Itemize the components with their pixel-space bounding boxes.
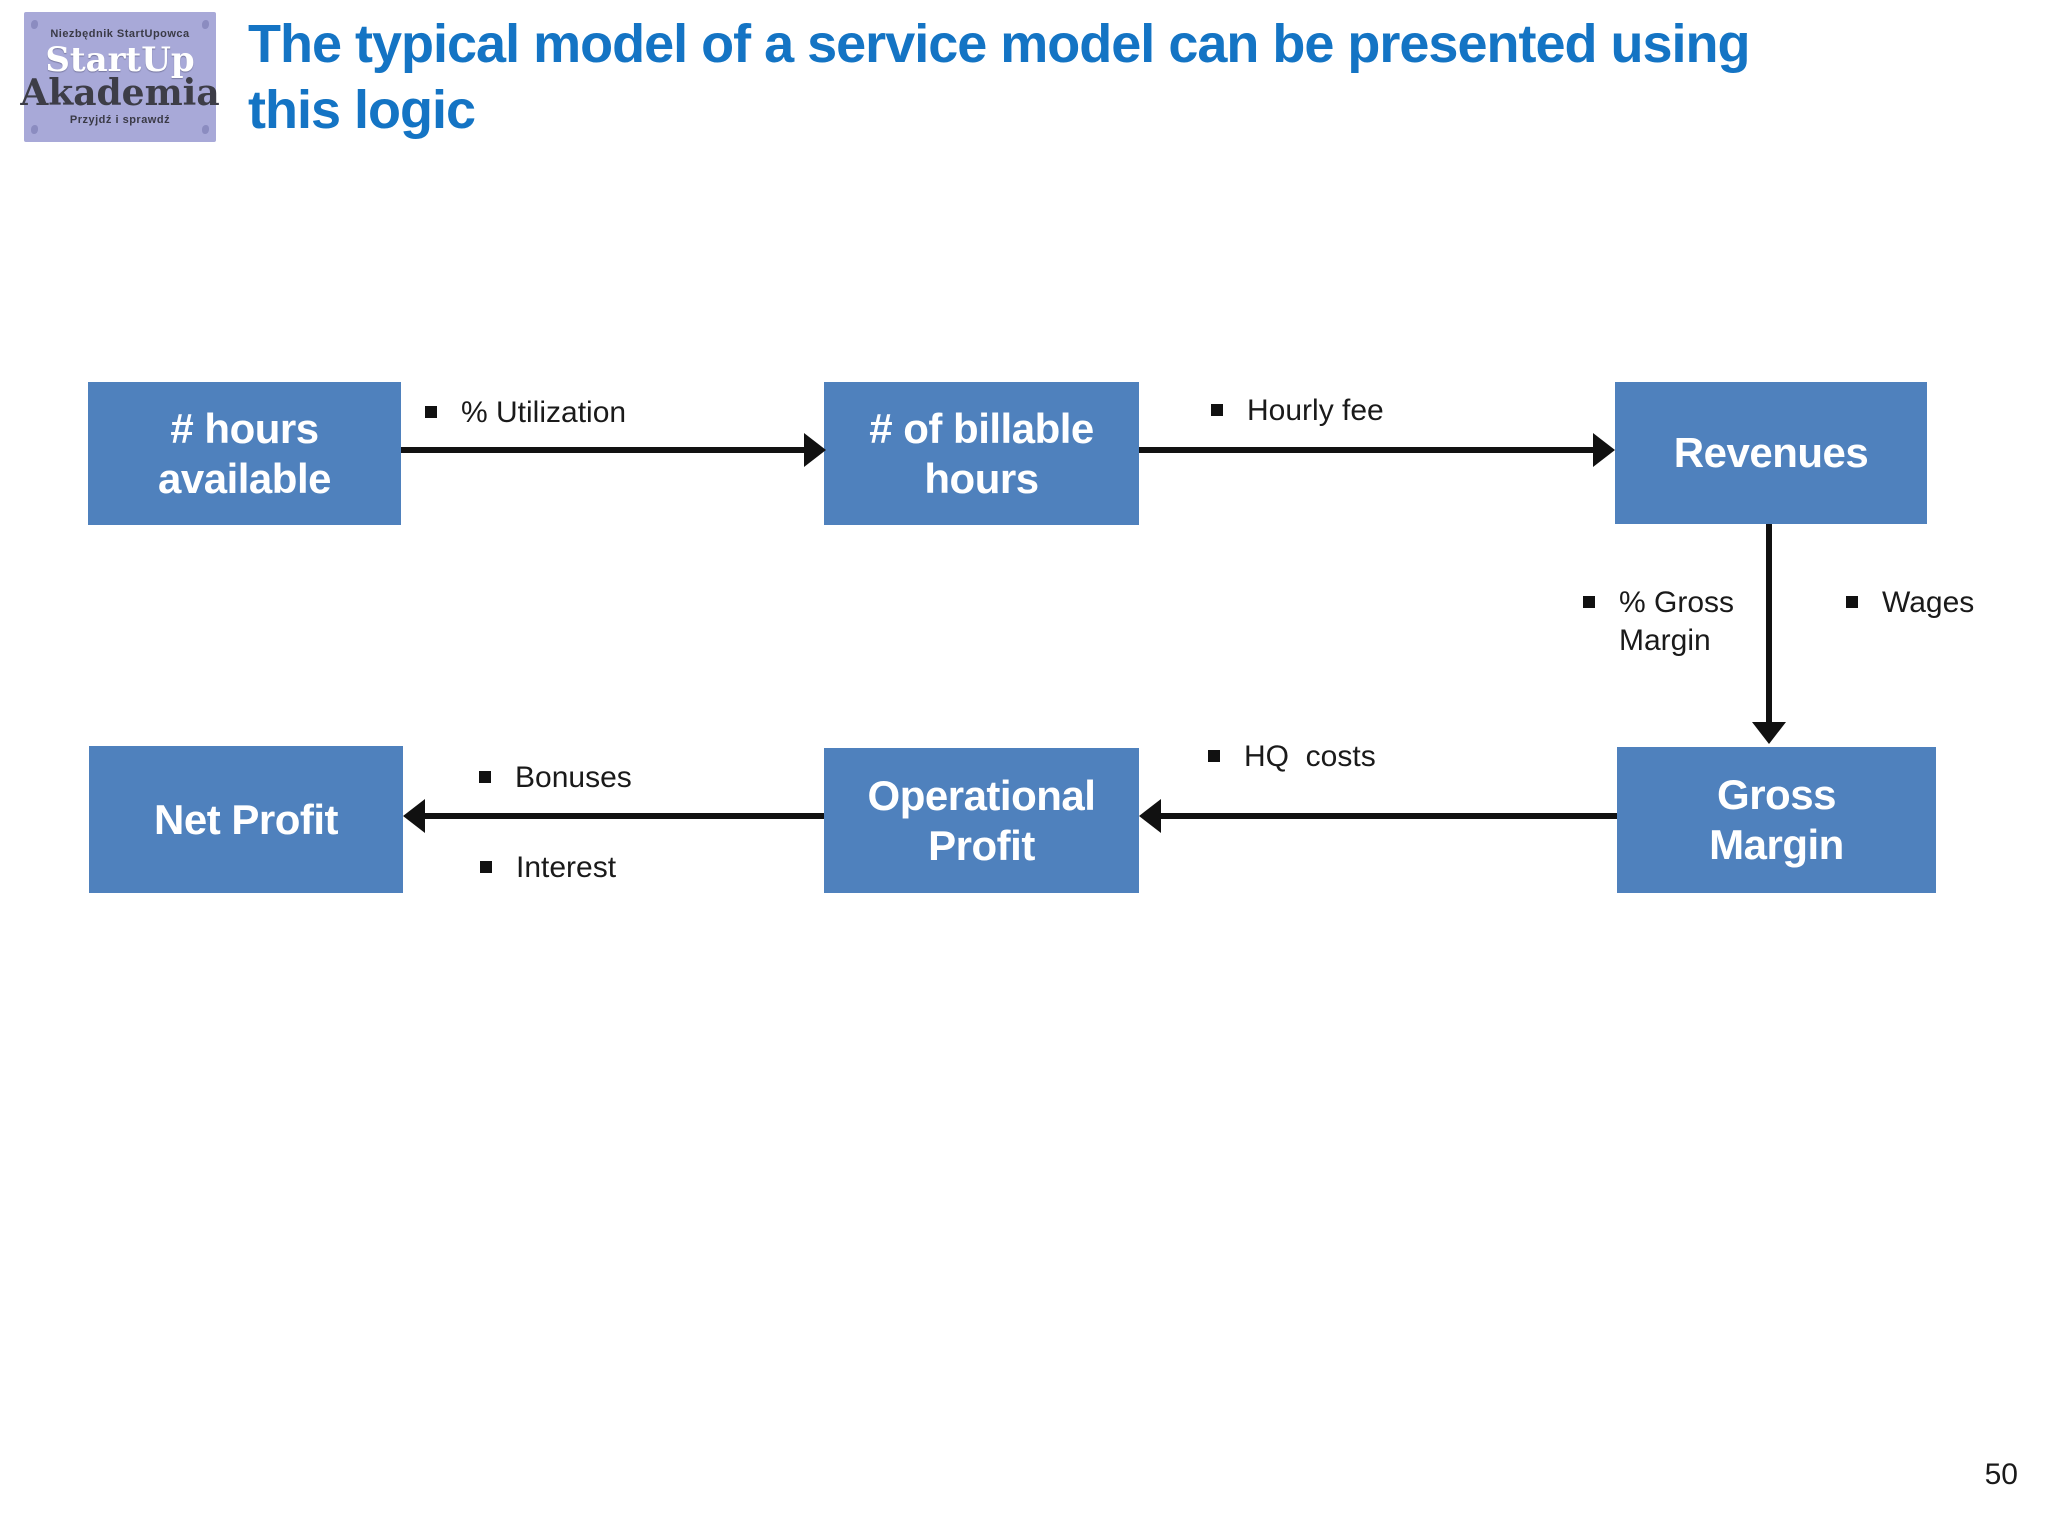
arrow-line xyxy=(401,447,806,453)
logo-name-akademia: Akademia xyxy=(20,72,220,114)
box-label: Operational Profit xyxy=(867,771,1096,869)
label-hq-costs: HQ costs xyxy=(1208,738,1376,776)
page-number: 50 xyxy=(1984,1458,2018,1491)
logo-name-startup: StartUp xyxy=(45,40,195,80)
logo-tagline-bottom: Przyjdź i sprawdź xyxy=(69,114,171,126)
bullet-square-icon xyxy=(479,771,491,783)
logo-tagline-top: Niezbędnik StartUpowca xyxy=(50,27,190,40)
label-gross-margin-pct: % Gross Margin xyxy=(1583,584,1734,660)
bullet-square-icon xyxy=(1846,596,1858,608)
arrow-line xyxy=(424,813,824,819)
arrow-head-icon xyxy=(403,799,425,833)
box-net-profit: Net Profit xyxy=(89,746,403,893)
logo-corner-dot xyxy=(31,125,38,134)
box-hours-available: # hours available xyxy=(88,382,401,525)
arrow-head-icon xyxy=(1752,722,1786,744)
edge-label-text: Wages xyxy=(1882,586,1975,619)
page-title: The typical model of a service model can… xyxy=(248,14,1750,140)
label-hourly-fee: Hourly fee xyxy=(1211,392,1384,430)
logo-corner-dot xyxy=(202,20,209,29)
edge-label-text: Interest xyxy=(516,851,617,884)
box-label: # hours available xyxy=(158,404,331,502)
box-operational-profit: Operational Profit xyxy=(824,748,1139,893)
label-wages: Wages xyxy=(1846,584,1974,622)
box-billable-hours: # of billable hours xyxy=(824,382,1139,525)
logo-corner-dot xyxy=(31,20,38,29)
bullet-square-icon xyxy=(1208,750,1220,762)
edge-label-text: % Utilization xyxy=(461,396,627,429)
edge-label-text: % Gross Margin xyxy=(1619,586,1735,657)
box-gross-margin: Gross Margin xyxy=(1617,747,1936,893)
logo-corner-dot xyxy=(202,125,209,134)
arrow-head-icon xyxy=(1139,799,1161,833)
box-label: Gross Margin xyxy=(1709,771,1844,868)
arrow-line xyxy=(1766,524,1772,722)
edge-label-text: Bonuses xyxy=(515,761,632,794)
label-bonuses: Bonuses xyxy=(479,759,632,797)
box-label: Revenues xyxy=(1673,429,1869,477)
edge-label-text: Hourly fee xyxy=(1247,394,1384,427)
bullet-square-icon xyxy=(1583,596,1595,608)
arrow-head-icon xyxy=(1593,433,1615,467)
box-label: Net Profit xyxy=(154,795,339,843)
startup-akademia-logo: Niezbędnik StartUpowca StartUp Akademia … xyxy=(20,12,220,142)
edge-label-text: HQ costs xyxy=(1244,740,1376,773)
arrow-head-icon xyxy=(804,433,826,467)
arrow-line xyxy=(1139,447,1595,453)
bullet-square-icon xyxy=(480,861,492,873)
label-utilization: % Utilization xyxy=(425,394,626,432)
box-label: # of billable hours xyxy=(869,404,1094,502)
arrow-line xyxy=(1160,813,1617,819)
bullet-square-icon xyxy=(425,406,437,418)
label-interest: Interest xyxy=(480,849,616,887)
bullet-square-icon xyxy=(1211,404,1223,416)
box-revenues: Revenues xyxy=(1615,382,1927,524)
